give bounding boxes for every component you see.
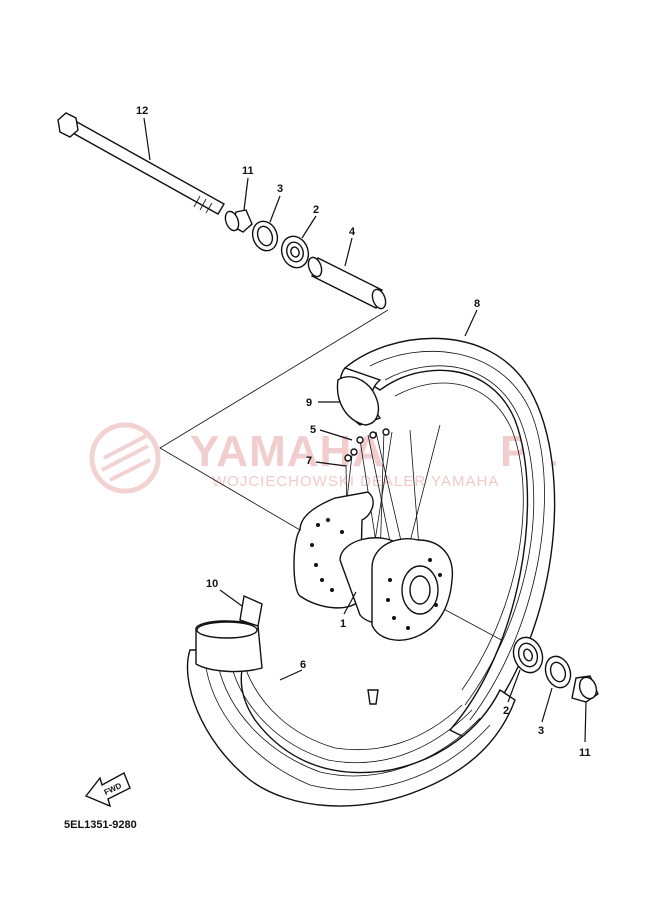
callout-spoke-set: 7 [306, 455, 312, 467]
callout-rim-band: 10 [206, 578, 218, 590]
bearing-right [512, 636, 544, 674]
bearing-top [280, 235, 310, 269]
callouts: 12 11 3 2 4 8 9 5 7 10 1 6 2 3 11 [136, 105, 591, 759]
forward-arrow-icon: FWD [84, 772, 131, 808]
callout-rim: 6 [300, 659, 306, 671]
tire-valve [367, 689, 379, 705]
inner-tube [336, 376, 380, 426]
callout-collar-right: 11 [579, 747, 591, 759]
tire-front-half [186, 649, 516, 807]
callout-tube: 9 [306, 397, 312, 409]
callout-bearing-right: 2 [503, 705, 509, 717]
rim-band [195, 594, 263, 673]
axle [57, 112, 225, 215]
callout-collar-top: 11 [242, 165, 254, 177]
oil-seal-right [544, 655, 572, 689]
callout-tire: 8 [474, 298, 480, 310]
callout-spacer: 4 [349, 226, 356, 238]
leader-lines [143, 117, 587, 743]
callout-oil-seal-top: 3 [277, 183, 283, 195]
oil-seal-top [251, 220, 279, 252]
callout-hub: 1 [340, 618, 346, 630]
callout-axle: 12 [136, 105, 148, 117]
yamaha-logo-icon [89, 422, 161, 494]
collar-right [571, 675, 599, 703]
part-code: 5EL1351-9280 [64, 819, 137, 831]
watermark: YAMAHA PL WOJCIECHOWSKI DEALER YAMAHA [89, 422, 557, 494]
spacer [307, 256, 387, 310]
callout-bearing-top: 2 [313, 204, 319, 216]
collar-top [224, 209, 253, 233]
wheel-hub [293, 491, 454, 641]
callout-spoke-nipple: 5 [310, 424, 316, 436]
watermark-subtitle: WOJCIECHOWSKI DEALER YAMAHA [212, 473, 499, 490]
callout-oil-seal-right: 3 [538, 725, 544, 737]
